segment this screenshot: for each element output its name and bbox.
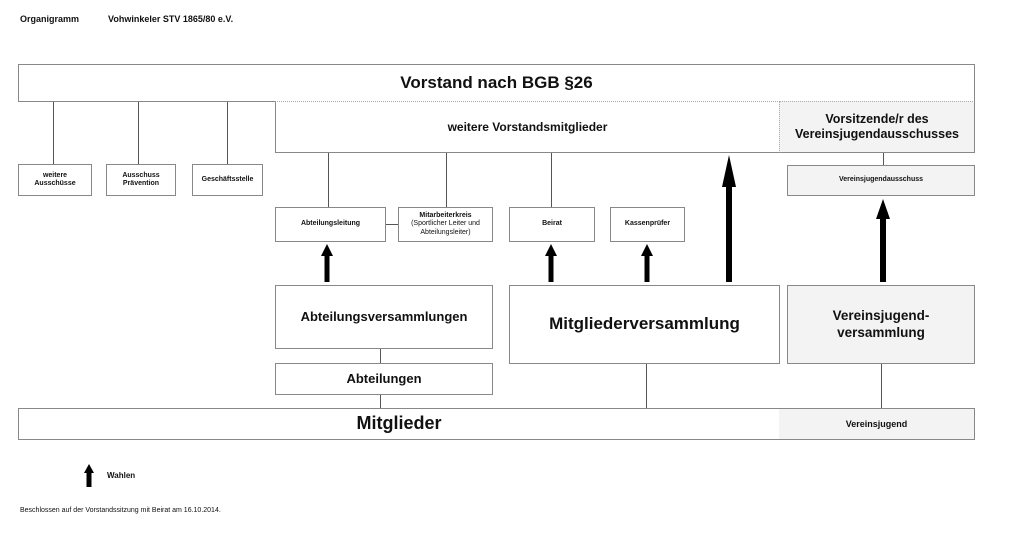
- abteilungsleitung-label: Abteilungsleitung: [300, 220, 361, 228]
- weitere-vorstandsmitglieder-box: weitere Vorstandsmitglieder: [275, 101, 780, 153]
- connector-line: [53, 102, 54, 164]
- legend-arrow-icon: [84, 464, 94, 487]
- beirat-box: Beirat: [509, 207, 595, 242]
- connector-line: [328, 153, 329, 207]
- connector-line: [227, 102, 228, 164]
- abteilungen-box: Abteilungen: [275, 363, 493, 395]
- abteilungen-label: Abteilungen: [346, 371, 422, 387]
- abteilungsversammlungen-box: Abteilungsversammlungen: [275, 285, 493, 349]
- ausschuss-praevention-box: Ausschuss Prävention: [106, 164, 176, 196]
- vorsitzende-vja-box: Vorsitzende/r des Vereinsjugendausschuss…: [779, 101, 975, 153]
- mitglieder-box: Mitglieder: [18, 408, 780, 440]
- connector-line: [883, 153, 884, 165]
- kassenpruefer-label: Kassenprüfer: [624, 220, 671, 228]
- connector-line: [446, 153, 447, 207]
- mitarbeiterkreis-subtitle: (Sportlicher Leiter und Abteilungsleiter…: [411, 220, 480, 236]
- abteilungsversammlungen-label: Abteilungsversammlungen: [300, 309, 468, 325]
- weitere-ausschuesse-label: weitere Ausschüsse: [34, 171, 76, 187]
- vorsitzende-vja-label: Vorsitzende/r des Vereinsjugendausschuss…: [795, 112, 959, 141]
- election-arrow-icon: [876, 199, 890, 282]
- vereinsjugendversammlung-box: Vereinsjugend-versammlung: [787, 285, 975, 364]
- mitarbeiterkreis-title: Mitarbeiterkreis: [419, 211, 472, 219]
- vorstand-box: Vorstand nach BGB §26: [18, 64, 975, 102]
- beirat-label: Beirat: [542, 220, 562, 228]
- vorstand-bottom-edge: [18, 101, 276, 102]
- vereinsjugendausschuss-box: Vereinsjugendausschuss: [787, 165, 975, 196]
- legend-label: Wahlen: [107, 471, 136, 480]
- document-label: Organigramm: [20, 14, 80, 24]
- election-arrow-icon: [641, 244, 653, 282]
- election-arrow-icon: [545, 244, 557, 282]
- connector-line: [881, 364, 882, 408]
- connector-line: [646, 364, 647, 408]
- connector-line: [380, 349, 381, 363]
- weitere-ausschuesse-box: weitere Ausschüsse: [18, 164, 92, 196]
- weitere-vorstandsmitglieder-label: weitere Vorstandsmitglieder: [447, 119, 608, 134]
- connector-line: [138, 102, 139, 164]
- connector-line: [380, 395, 381, 408]
- election-arrow-icon: [321, 244, 333, 282]
- connector-line: [386, 224, 398, 225]
- vereinsjugendausschuss-label: Vereinsjugendausschuss: [838, 176, 924, 184]
- geschaeftsstelle-box: Geschäftsstelle: [192, 164, 263, 196]
- kassenpruefer-box: Kassenprüfer: [610, 207, 685, 242]
- vereinsjugend-label: Vereinsjugend: [845, 418, 908, 429]
- vereinsjugendversammlung-label: Vereinsjugend-versammlung: [832, 308, 930, 340]
- connector-line: [551, 153, 552, 207]
- geschaeftsstelle-label: Geschäftsstelle: [201, 175, 254, 183]
- mitgliederversammlung-label: Mitgliederversammlung: [549, 314, 740, 334]
- footer-note: Beschlossen auf der Vorstandssitzung mit…: [20, 507, 221, 514]
- abteilungsleitung-box: Abteilungsleitung: [275, 207, 386, 242]
- ausschuss-praevention-label: Ausschuss Prävention: [122, 171, 160, 187]
- vereinsjugend-box: Vereinsjugend: [779, 408, 975, 440]
- mitarbeiterkreis-box: Mitarbeiterkreis (Sportlicher Leiter und…: [398, 207, 493, 242]
- mitgliederversammlung-box: Mitgliederversammlung: [509, 285, 780, 364]
- club-name: Vohwinkeler STV 1865/80 e.V.: [108, 14, 234, 24]
- vorstand-label: Vorstand nach BGB §26: [400, 73, 593, 93]
- mitglieder-label: Mitglieder: [356, 413, 442, 434]
- election-arrow-icon: [722, 155, 736, 282]
